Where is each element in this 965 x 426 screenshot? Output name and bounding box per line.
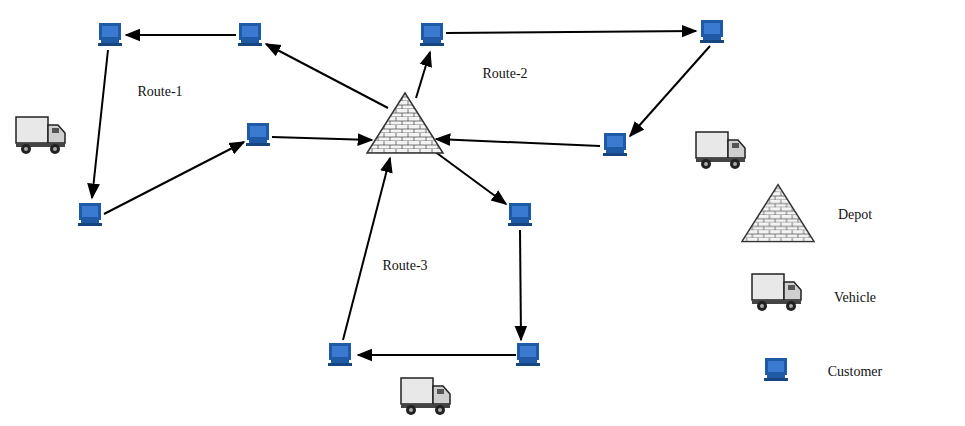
route-label: Route-2 (482, 66, 527, 81)
route-label: Route-1 (137, 84, 182, 99)
legend-text: Depot (838, 207, 872, 222)
route-label: Route-3 (382, 258, 427, 273)
legend-text: Customer (828, 364, 882, 379)
legend-text: Vehicle (834, 290, 876, 305)
